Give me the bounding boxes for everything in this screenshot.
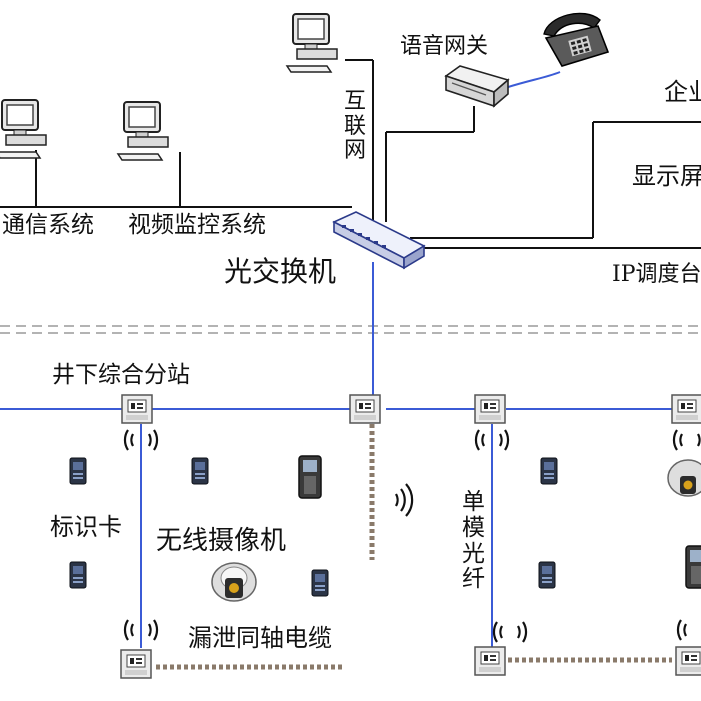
fiber-backbone	[0, 262, 672, 648]
computer-video-icon	[117, 101, 169, 161]
voice-gateway-icon	[444, 65, 510, 108]
enterprise-label: 企业	[664, 78, 701, 106]
computer-left-icon	[0, 99, 47, 159]
internet-label: 互联网	[344, 89, 367, 164]
comm-system-label: 通信系统	[2, 212, 94, 238]
id-card-icon	[311, 569, 329, 597]
ip-dispatch-label: IP调度台	[612, 262, 701, 287]
wireless-camera-label: 无线摄像机	[156, 526, 287, 556]
id-card-label: 标识卡	[50, 513, 122, 541]
leaky-coax-label: 漏泄同轴电缆	[188, 624, 332, 652]
wireless-signal-half-icon	[395, 483, 414, 517]
telephone-icon	[543, 12, 610, 67]
id-card-icon	[540, 457, 558, 485]
mobile-phone-icon	[685, 545, 701, 589]
substation-2-icon	[349, 394, 381, 424]
mobile-phone-icon	[298, 455, 322, 499]
underground-substation-label: 井下综合分站	[52, 362, 190, 388]
wireless-camera-icon	[211, 562, 257, 602]
phone-cable	[504, 71, 561, 89]
wireless-signal-icon	[492, 620, 528, 644]
computer-internet-icon	[286, 13, 338, 73]
single-mode-fiber-label: 单模光纤	[462, 489, 485, 593]
id-card-icon	[69, 561, 87, 589]
substation-5-icon	[120, 649, 152, 679]
video-monitor-system-label: 视频监控系统	[128, 212, 266, 238]
substation-1-icon	[121, 394, 153, 424]
substation-7-icon	[675, 646, 701, 676]
voice-gateway-label: 语音网关	[400, 34, 489, 59]
optical-switch-label: 光交换机	[224, 255, 337, 288]
substation-3-icon	[474, 394, 506, 424]
wireless-signal-icon	[676, 618, 701, 642]
substation-6-icon	[474, 646, 506, 676]
id-card-icon	[69, 457, 87, 485]
id-card-icon	[538, 561, 556, 589]
id-card-icon	[191, 457, 209, 485]
surface-underground-boundary	[0, 325, 701, 334]
display-screen-label: 显示屏	[632, 162, 701, 190]
surface-wiring	[0, 59, 701, 249]
optical-switch-icon	[332, 211, 426, 270]
wireless-camera-icon	[667, 459, 701, 497]
substation-4-icon	[671, 394, 701, 424]
wireless-signal-icon	[672, 428, 701, 452]
leaky-coax-cables	[156, 424, 672, 670]
